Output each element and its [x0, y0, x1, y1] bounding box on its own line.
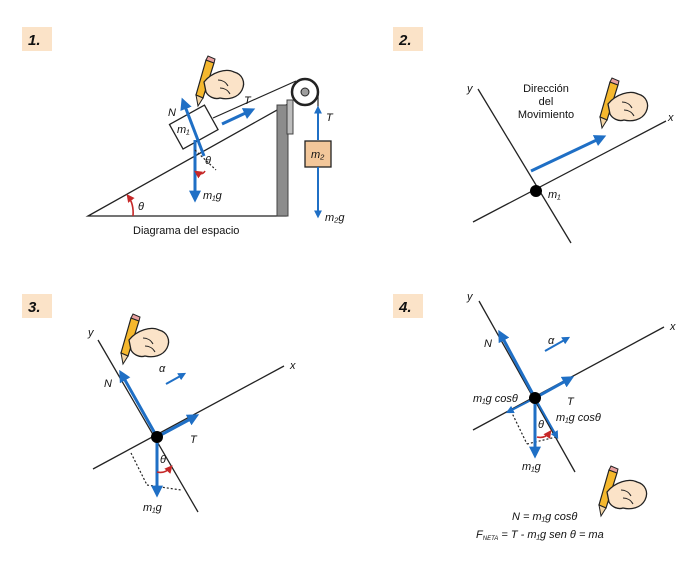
component-perp-arrow: [534, 397, 559, 440]
step-tag-1: 1.: [22, 27, 52, 51]
body-point: [530, 185, 542, 197]
normal-force-arrow: [119, 369, 159, 438]
hand-pencil-icon: [598, 465, 648, 517]
panel-components: y x N T m₁g m₁g cosθ m₁g cosθ θ α N = m₁…: [466, 291, 676, 542]
normal-force-label: N: [168, 107, 176, 119]
y-axis-label: y: [87, 327, 95, 339]
m1-label: m₁: [548, 189, 561, 201]
hand-pencil-icon: [195, 55, 245, 107]
step-number: 1.: [28, 32, 41, 49]
body-point: [529, 392, 541, 404]
panel-free-body: y x N T m₁g θ α: [87, 313, 296, 514]
weight-label: m₁g: [143, 502, 163, 514]
x-axis: [472, 120, 667, 223]
equation-net-rest: = T - m₁g sen θ = ma: [498, 529, 603, 541]
theta-label: θ: [538, 419, 544, 431]
theta-label: θ: [160, 454, 166, 466]
weight-label: m₁g: [522, 461, 542, 473]
direction-arrow: [530, 135, 607, 173]
weight-m1-label: m₁g: [203, 190, 223, 202]
y-axis-label: y: [466, 83, 474, 95]
acceleration-label: α: [548, 335, 555, 347]
tension-m2-label: T: [326, 112, 334, 124]
step-number: 2.: [398, 32, 412, 49]
x-axis-label: x: [289, 360, 296, 372]
step-number: 4.: [398, 299, 412, 316]
tension-label: T: [190, 434, 198, 446]
acceleration-label: α: [159, 363, 166, 375]
tension-m1-arrow: [221, 108, 256, 126]
step-tag-4: 4.: [393, 294, 423, 318]
support-post: [276, 104, 289, 217]
body-point: [151, 431, 163, 443]
component-parallel-label: m₁g cosθ: [473, 393, 518, 405]
y-axis: [478, 300, 576, 473]
hand-pencil-icon: [599, 77, 649, 129]
equation-net-force: FNETA = T - m₁g sen θ = ma: [476, 529, 604, 542]
normal-force-arrow: [498, 329, 537, 399]
equation-f-subscript: NETA: [483, 536, 499, 542]
rope: [212, 80, 297, 119]
normal-force-arrow: [180, 97, 206, 157]
acceleration-arrow: [544, 336, 571, 352]
direction-line-3: Movimiento: [518, 109, 574, 121]
equation-f-symbol: F: [476, 529, 484, 541]
tension-arrow: [534, 376, 575, 400]
m2-label: m₂: [311, 149, 325, 161]
tension-label: T: [567, 396, 575, 408]
step-tag-3: 3.: [22, 294, 52, 318]
panel-direction: y x Dirección del Movimiento m₁: [466, 77, 674, 244]
space-diagram-caption: Diagrama del espacio: [133, 225, 239, 237]
step-tag-2: 2.: [393, 27, 423, 51]
tension-arrow: [156, 414, 200, 439]
y-axis: [477, 88, 572, 244]
normal-force-label: N: [104, 378, 112, 390]
theta-label-base: θ: [138, 201, 144, 213]
step-number: 3.: [28, 299, 41, 316]
tension-m1-label: T: [244, 95, 252, 107]
acceleration-arrow: [165, 372, 187, 385]
hand-pencil-icon: [120, 313, 170, 365]
y-axis-label: y: [466, 291, 474, 303]
direction-line-1: Dirección: [523, 83, 569, 95]
weight-m2-label: m₂g: [325, 212, 345, 224]
component-perp-label: m₁g cosθ: [556, 412, 601, 424]
x-axis-label: x: [667, 112, 674, 124]
panel-space-diagram: m₁ m₂ N m₁g T θ θ T m₂g Diagrama del esp…: [85, 55, 345, 237]
normal-force-label: N: [484, 338, 492, 350]
x-axis-label: x: [669, 321, 676, 333]
equation-normal: N = m₁g cosθ: [512, 511, 577, 523]
direction-line-2: del: [539, 96, 554, 108]
y-axis: [97, 339, 199, 513]
m1-label: m₁: [177, 124, 190, 136]
theta-label-block: θ: [205, 155, 211, 167]
